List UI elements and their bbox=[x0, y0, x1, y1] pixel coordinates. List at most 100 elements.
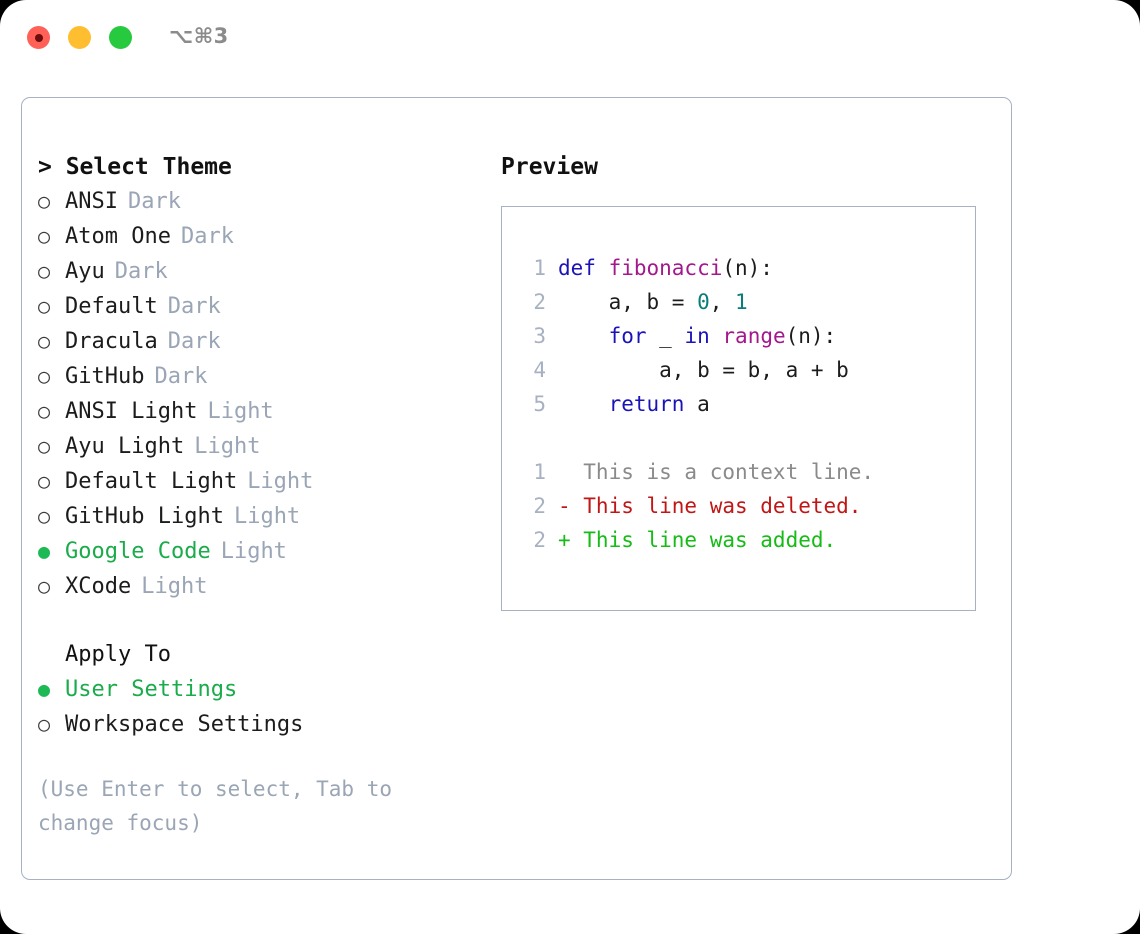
line-number: 1 bbox=[533, 256, 546, 280]
code-line: 5 return a bbox=[520, 387, 975, 421]
theme-option-10[interactable]: ● Google Code Light bbox=[38, 534, 508, 569]
radio-unselected-icon: ○ bbox=[38, 224, 51, 248]
token-num: 1 bbox=[735, 290, 748, 314]
option-label: ANSI Light bbox=[65, 399, 198, 424]
option-label: Atom One bbox=[65, 224, 171, 249]
code-text: a, b = b, a + b bbox=[558, 353, 849, 387]
token-plain: (n): bbox=[785, 324, 837, 348]
maximize-button[interactable] bbox=[109, 26, 132, 49]
code-line: 2 a, b = 0, 1 bbox=[520, 285, 975, 319]
option-variant-badge: Dark bbox=[180, 224, 234, 249]
radio-unselected-icon: ○ bbox=[38, 469, 51, 493]
minimize-button[interactable] bbox=[68, 26, 91, 49]
option-label: Ayu bbox=[65, 259, 105, 284]
diff-line-added: 2 + This line was added. bbox=[520, 523, 975, 557]
token-num: 0 bbox=[697, 290, 710, 314]
token-kw: def bbox=[558, 256, 609, 280]
token-plain: _ bbox=[646, 324, 685, 348]
radio-unselected-icon: ○ bbox=[38, 189, 51, 213]
window-controls bbox=[27, 26, 132, 49]
option-label: Default bbox=[65, 294, 158, 319]
line-number: 1 bbox=[533, 460, 546, 484]
apply-to-option-1[interactable]: ○ Workspace Settings bbox=[38, 707, 508, 742]
option-variant-badge: Dark bbox=[154, 364, 208, 389]
option-variant-badge: Dark bbox=[114, 259, 168, 284]
option-label: Ayu Light bbox=[65, 434, 185, 459]
diff-line-context: 1 This is a context line. bbox=[520, 455, 975, 489]
code-text: a, b = 0, 1 bbox=[558, 285, 748, 319]
radio-unselected-icon: ○ bbox=[38, 399, 51, 423]
code-diff-spacer bbox=[520, 421, 975, 455]
line-number: 2 bbox=[533, 290, 546, 314]
code-text: for _ in range(n): bbox=[558, 319, 837, 353]
apply-to-list[interactable]: ● User Settings ○ Workspace Settings bbox=[38, 672, 508, 742]
line-number: 5 bbox=[533, 392, 546, 416]
option-label: User Settings bbox=[65, 677, 238, 702]
line-number: 2 bbox=[533, 494, 546, 518]
preview-heading: Preview bbox=[501, 154, 598, 180]
radio-unselected-icon: ○ bbox=[38, 294, 51, 318]
theme-option-7[interactable]: ○ Ayu Light Light bbox=[38, 429, 508, 464]
token-plain bbox=[558, 324, 609, 348]
radio-selected-icon: ● bbox=[38, 677, 51, 701]
theme-option-2[interactable]: ○ Ayu Dark bbox=[38, 254, 508, 289]
token-plain: a bbox=[684, 392, 710, 416]
close-button[interactable] bbox=[27, 26, 50, 49]
line-number: 2 bbox=[533, 528, 546, 552]
diff-text: + This line was added. bbox=[558, 528, 837, 552]
option-label: ANSI bbox=[65, 189, 118, 214]
option-label: Google Code bbox=[65, 539, 211, 564]
option-variant-badge: Light bbox=[141, 574, 208, 599]
title-bar: ⌥⌘3 bbox=[0, 0, 1140, 78]
help-hint-text: (Use Enter to select, Tab to change focu… bbox=[38, 777, 393, 835]
radio-unselected-icon: ○ bbox=[38, 434, 51, 458]
radio-unselected-icon: ○ bbox=[38, 504, 51, 528]
option-label: Dracula bbox=[65, 329, 158, 354]
option-label: GitHub Light bbox=[65, 504, 224, 529]
code-line: 1 def fibonacci(n): bbox=[520, 251, 975, 285]
token-fn: fibonacci bbox=[608, 256, 723, 280]
token-kw: return bbox=[608, 392, 685, 416]
token-plain bbox=[558, 392, 609, 416]
option-variant-badge: Light bbox=[194, 434, 261, 459]
radio-unselected-icon: ○ bbox=[38, 364, 51, 388]
select-theme-heading: > Select Theme bbox=[38, 154, 232, 180]
line-number: 3 bbox=[533, 324, 546, 348]
code-line: 4 a, b = b, a + b bbox=[520, 353, 975, 387]
code-text: return a bbox=[558, 387, 710, 421]
token-kw: for bbox=[608, 324, 647, 348]
token-plain: a, b = bbox=[558, 290, 698, 314]
diff-line-deleted: 2- This line was deleted. bbox=[520, 489, 975, 523]
option-label: Workspace Settings bbox=[65, 712, 304, 737]
radio-unselected-icon: ○ bbox=[38, 259, 51, 283]
radio-selected-icon: ● bbox=[38, 539, 51, 563]
keyboard-shortcut-label: ⌥⌘3 bbox=[169, 24, 229, 48]
recording-indicator-icon bbox=[34, 33, 43, 42]
token-plain: , bbox=[709, 290, 736, 314]
apply-to-option-0[interactable]: ● User Settings bbox=[38, 672, 508, 707]
code-text: def fibonacci(n): bbox=[558, 251, 773, 285]
list-spacer bbox=[38, 604, 508, 638]
option-label: Default Light bbox=[65, 469, 238, 494]
theme-option-1[interactable]: ○ Atom One Dark bbox=[38, 219, 508, 254]
radio-unselected-icon: ○ bbox=[38, 329, 51, 353]
line-number: 4 bbox=[533, 358, 546, 382]
option-variant-badge: Light bbox=[220, 539, 287, 564]
token-plain: (n): bbox=[722, 256, 773, 280]
radio-unselected-icon: ○ bbox=[38, 712, 51, 736]
theme-option-3[interactable]: ○ Default Dark bbox=[38, 289, 508, 324]
radio-unselected-icon: ○ bbox=[38, 574, 51, 598]
option-variant-badge: Dark bbox=[167, 294, 221, 319]
